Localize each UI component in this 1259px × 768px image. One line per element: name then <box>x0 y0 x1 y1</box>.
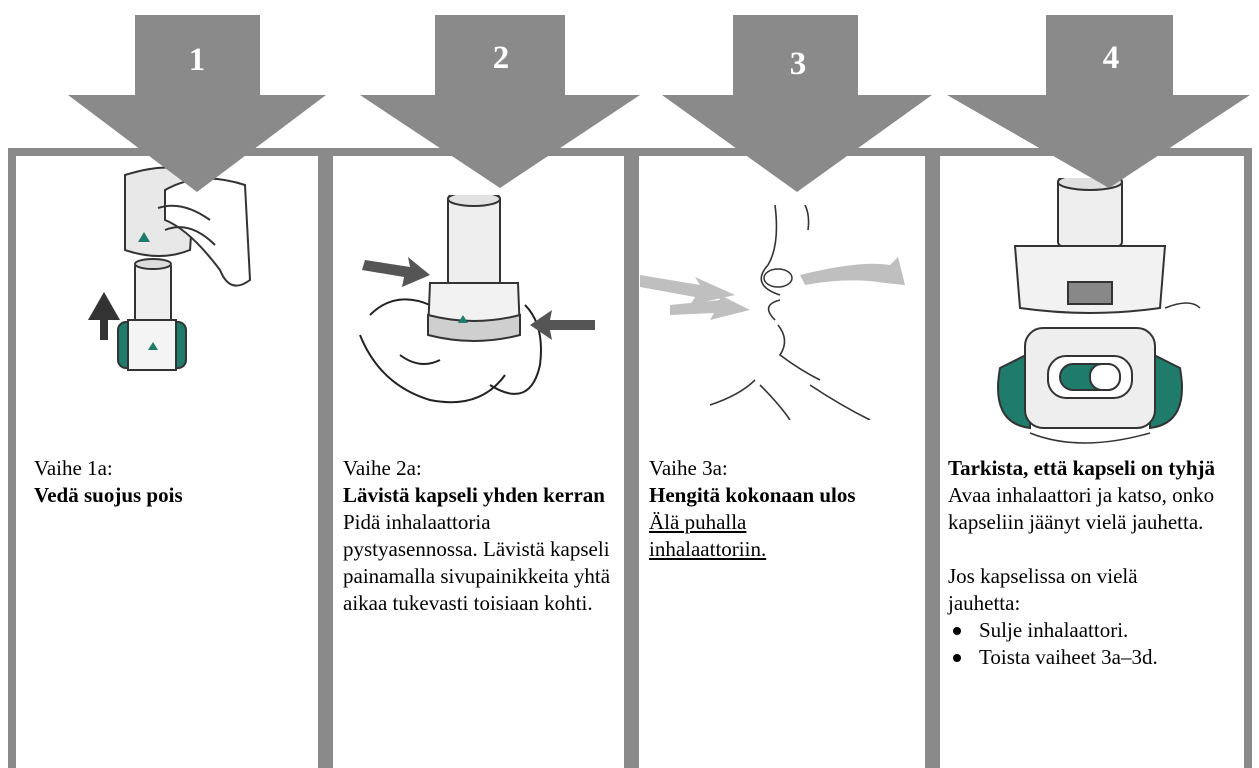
step-1-text: Vaihe 1a: Vedä suojus pois <box>34 455 314 509</box>
step-3-text: Vaihe 3a: Hengitä kokonaan ulos Älä puha… <box>649 455 929 563</box>
step-4-number: 4 <box>1102 40 1120 76</box>
step-2-label: Vaihe 2a: <box>343 456 422 480</box>
bullet-item: Sulje inhalaattori. <box>948 617 1248 644</box>
step-3-title: Hengitä kokonaan ulos <box>649 483 856 507</box>
step-arrows <box>68 15 1250 192</box>
step-4-title: Tarkista, että kapseli on tyhjä <box>948 456 1216 480</box>
arrow-1 <box>68 15 326 192</box>
step-4-bullet-list: Sulje inhalaattori. Toista vaiheet 3a–3d… <box>948 617 1248 671</box>
arrow-3 <box>662 15 932 192</box>
exhale-illustration <box>640 205 905 420</box>
step-1-number: 1 <box>188 42 206 78</box>
step-2-number: 2 <box>492 40 510 76</box>
bullet-item: Toista vaiheet 3a–3d. <box>948 644 1248 671</box>
open-inhaler-illustration <box>997 178 1201 444</box>
arrow-4 <box>947 15 1250 188</box>
pierce-capsule-illustration <box>359 195 595 404</box>
remove-cap-illustration <box>88 166 252 371</box>
step-4-text: Tarkista, että kapseli on tyhjä Avaa inh… <box>948 455 1248 671</box>
step-3-note: Älä puhalla inhalaattoriin. <box>649 510 767 561</box>
step-2-title: Lävistä kapseli yhden kerran <box>343 483 605 507</box>
step-3-label: Vaihe 3a: <box>649 456 728 480</box>
step-2-body: Pidä inhalaattoria pystyasennossa. Lävis… <box>343 510 611 615</box>
step-1-title: Vedä suojus pois <box>34 483 183 507</box>
step-1-label: Vaihe 1a: <box>34 456 113 480</box>
step-2-text: Vaihe 2a: Lävistä kapseli yhden kerran P… <box>343 455 625 617</box>
step-4-body: Avaa inhalaattori ja katso, onko kapseli… <box>948 483 1215 534</box>
arrow-2 <box>360 15 640 188</box>
step-4-body2: Jos kapselissa on vielä jauhetta: <box>948 564 1138 615</box>
step-3-number: 3 <box>789 46 807 82</box>
